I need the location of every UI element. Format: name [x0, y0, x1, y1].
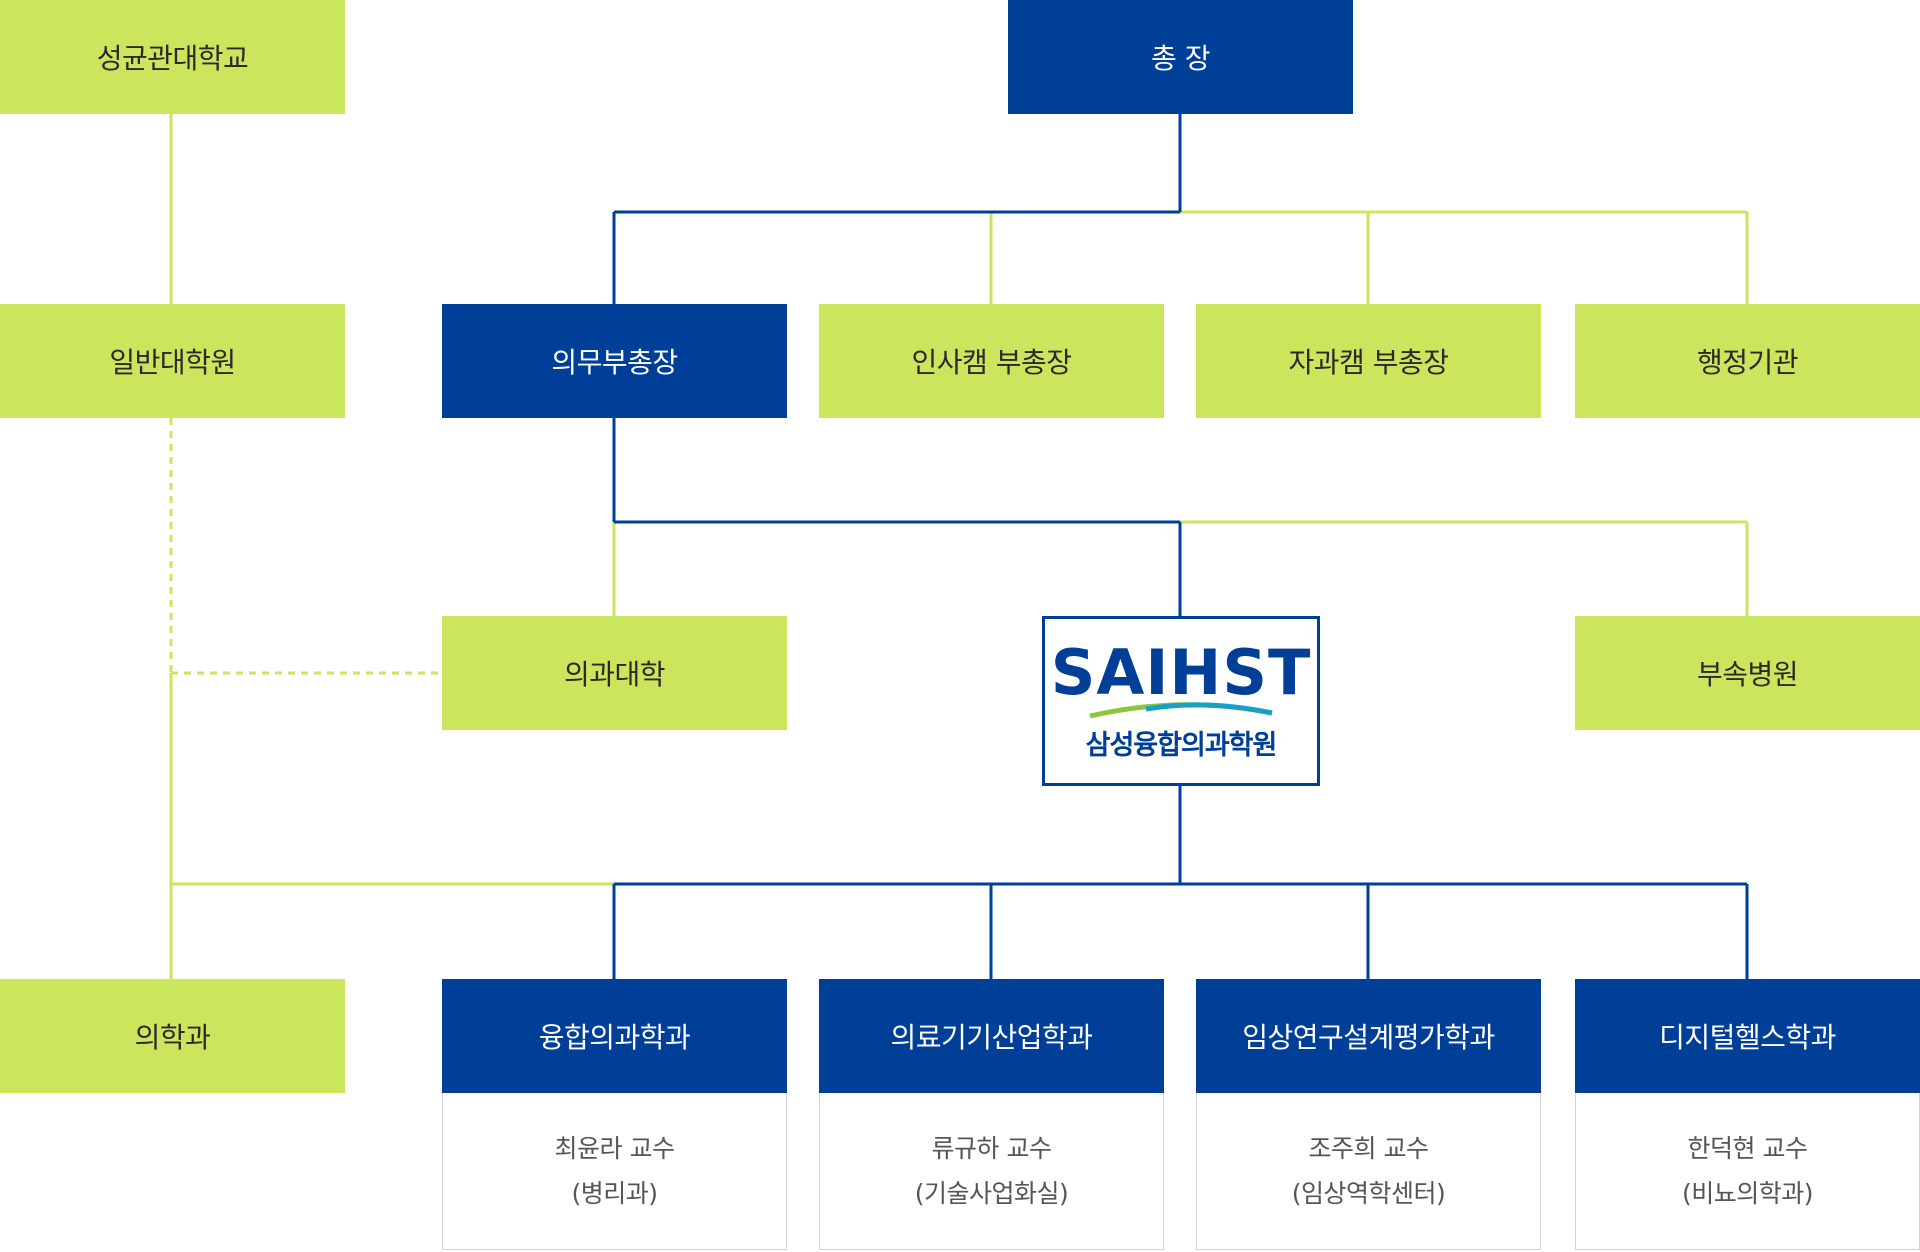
- node-vp-medical: 의무부총장: [442, 304, 787, 418]
- node-skku-label: 성균관대학교: [96, 42, 249, 75]
- professor-affiliation-3: (임상역학센터): [1291, 1179, 1446, 1208]
- dept-name-4: 디지털헬스학과: [1659, 1021, 1836, 1054]
- dept-professor-1: 최윤라 교수 (병리과): [442, 1093, 787, 1250]
- professor-affiliation-4: (비뇨의학과): [1681, 1179, 1814, 1208]
- dept-professor-3: 조주희 교수 (임상역학센터): [1196, 1093, 1541, 1250]
- node-medicine-dept-label: 의학과: [134, 1021, 211, 1054]
- node-admin: 행정기관: [1575, 304, 1920, 418]
- node-grad-school-label: 일반대학원: [109, 346, 236, 379]
- node-vp-humanities: 인사캠 부총장: [819, 304, 1164, 418]
- saihst-wordmark: SAIHST: [1050, 635, 1312, 709]
- node-admin-label: 행정기관: [1696, 346, 1799, 379]
- saihst-subtitle: 삼성융합의과학원: [1085, 729, 1278, 761]
- node-medicine-dept: 의학과: [0, 979, 345, 1093]
- node-medical-college-label: 의과대학: [563, 658, 666, 691]
- professor-affiliation-1: (병리과): [571, 1179, 658, 1208]
- dept-professor-2: 류규하 교수 (기술사업화실): [819, 1093, 1164, 1250]
- dept-box-4: 디지털헬스학과: [1575, 979, 1920, 1093]
- node-grad-school: 일반대학원: [0, 304, 345, 418]
- professor-name-3: 조주희 교수: [1308, 1134, 1429, 1163]
- node-vp-medical-label: 의무부총장: [551, 346, 678, 379]
- node-hospital: 부속병원: [1575, 616, 1920, 730]
- node-vp-natural: 자과캠 부총장: [1196, 304, 1541, 418]
- node-skku: 성균관대학교: [0, 0, 345, 114]
- node-president-label: 총 장: [1151, 42, 1210, 75]
- node-medical-college: 의과대학: [442, 616, 787, 730]
- node-hospital-label: 부속병원: [1696, 658, 1799, 691]
- dept-professor-4: 한덕현 교수 (비뇨의학과): [1575, 1093, 1920, 1250]
- saihst-swoosh-icon: [1089, 701, 1273, 718]
- node-vp-natural-label: 자과캠 부총장: [1288, 346, 1449, 379]
- professor-affiliation-2: (기술사업화실): [914, 1179, 1069, 1208]
- node-president: 총 장: [1008, 0, 1353, 114]
- professor-name-2: 류규하 교수: [931, 1134, 1052, 1163]
- node-saihst-logo: SAIHST 삼성융합의과학원: [1042, 616, 1320, 786]
- dept-name-3: 임상연구설계평가학과: [1242, 1021, 1495, 1054]
- dept-box-1: 융합의과학과: [442, 979, 787, 1093]
- dept-name-1: 융합의과학과: [538, 1021, 691, 1054]
- professor-name-1: 최윤라 교수: [554, 1134, 675, 1163]
- dept-box-2: 의료기기산업학과: [819, 979, 1164, 1093]
- professor-name-4: 한덕현 교수: [1687, 1134, 1808, 1163]
- dept-box-3: 임상연구설계평가학과: [1196, 979, 1541, 1093]
- node-vp-humanities-label: 인사캠 부총장: [911, 346, 1072, 379]
- dept-name-2: 의료기기산업학과: [890, 1021, 1093, 1054]
